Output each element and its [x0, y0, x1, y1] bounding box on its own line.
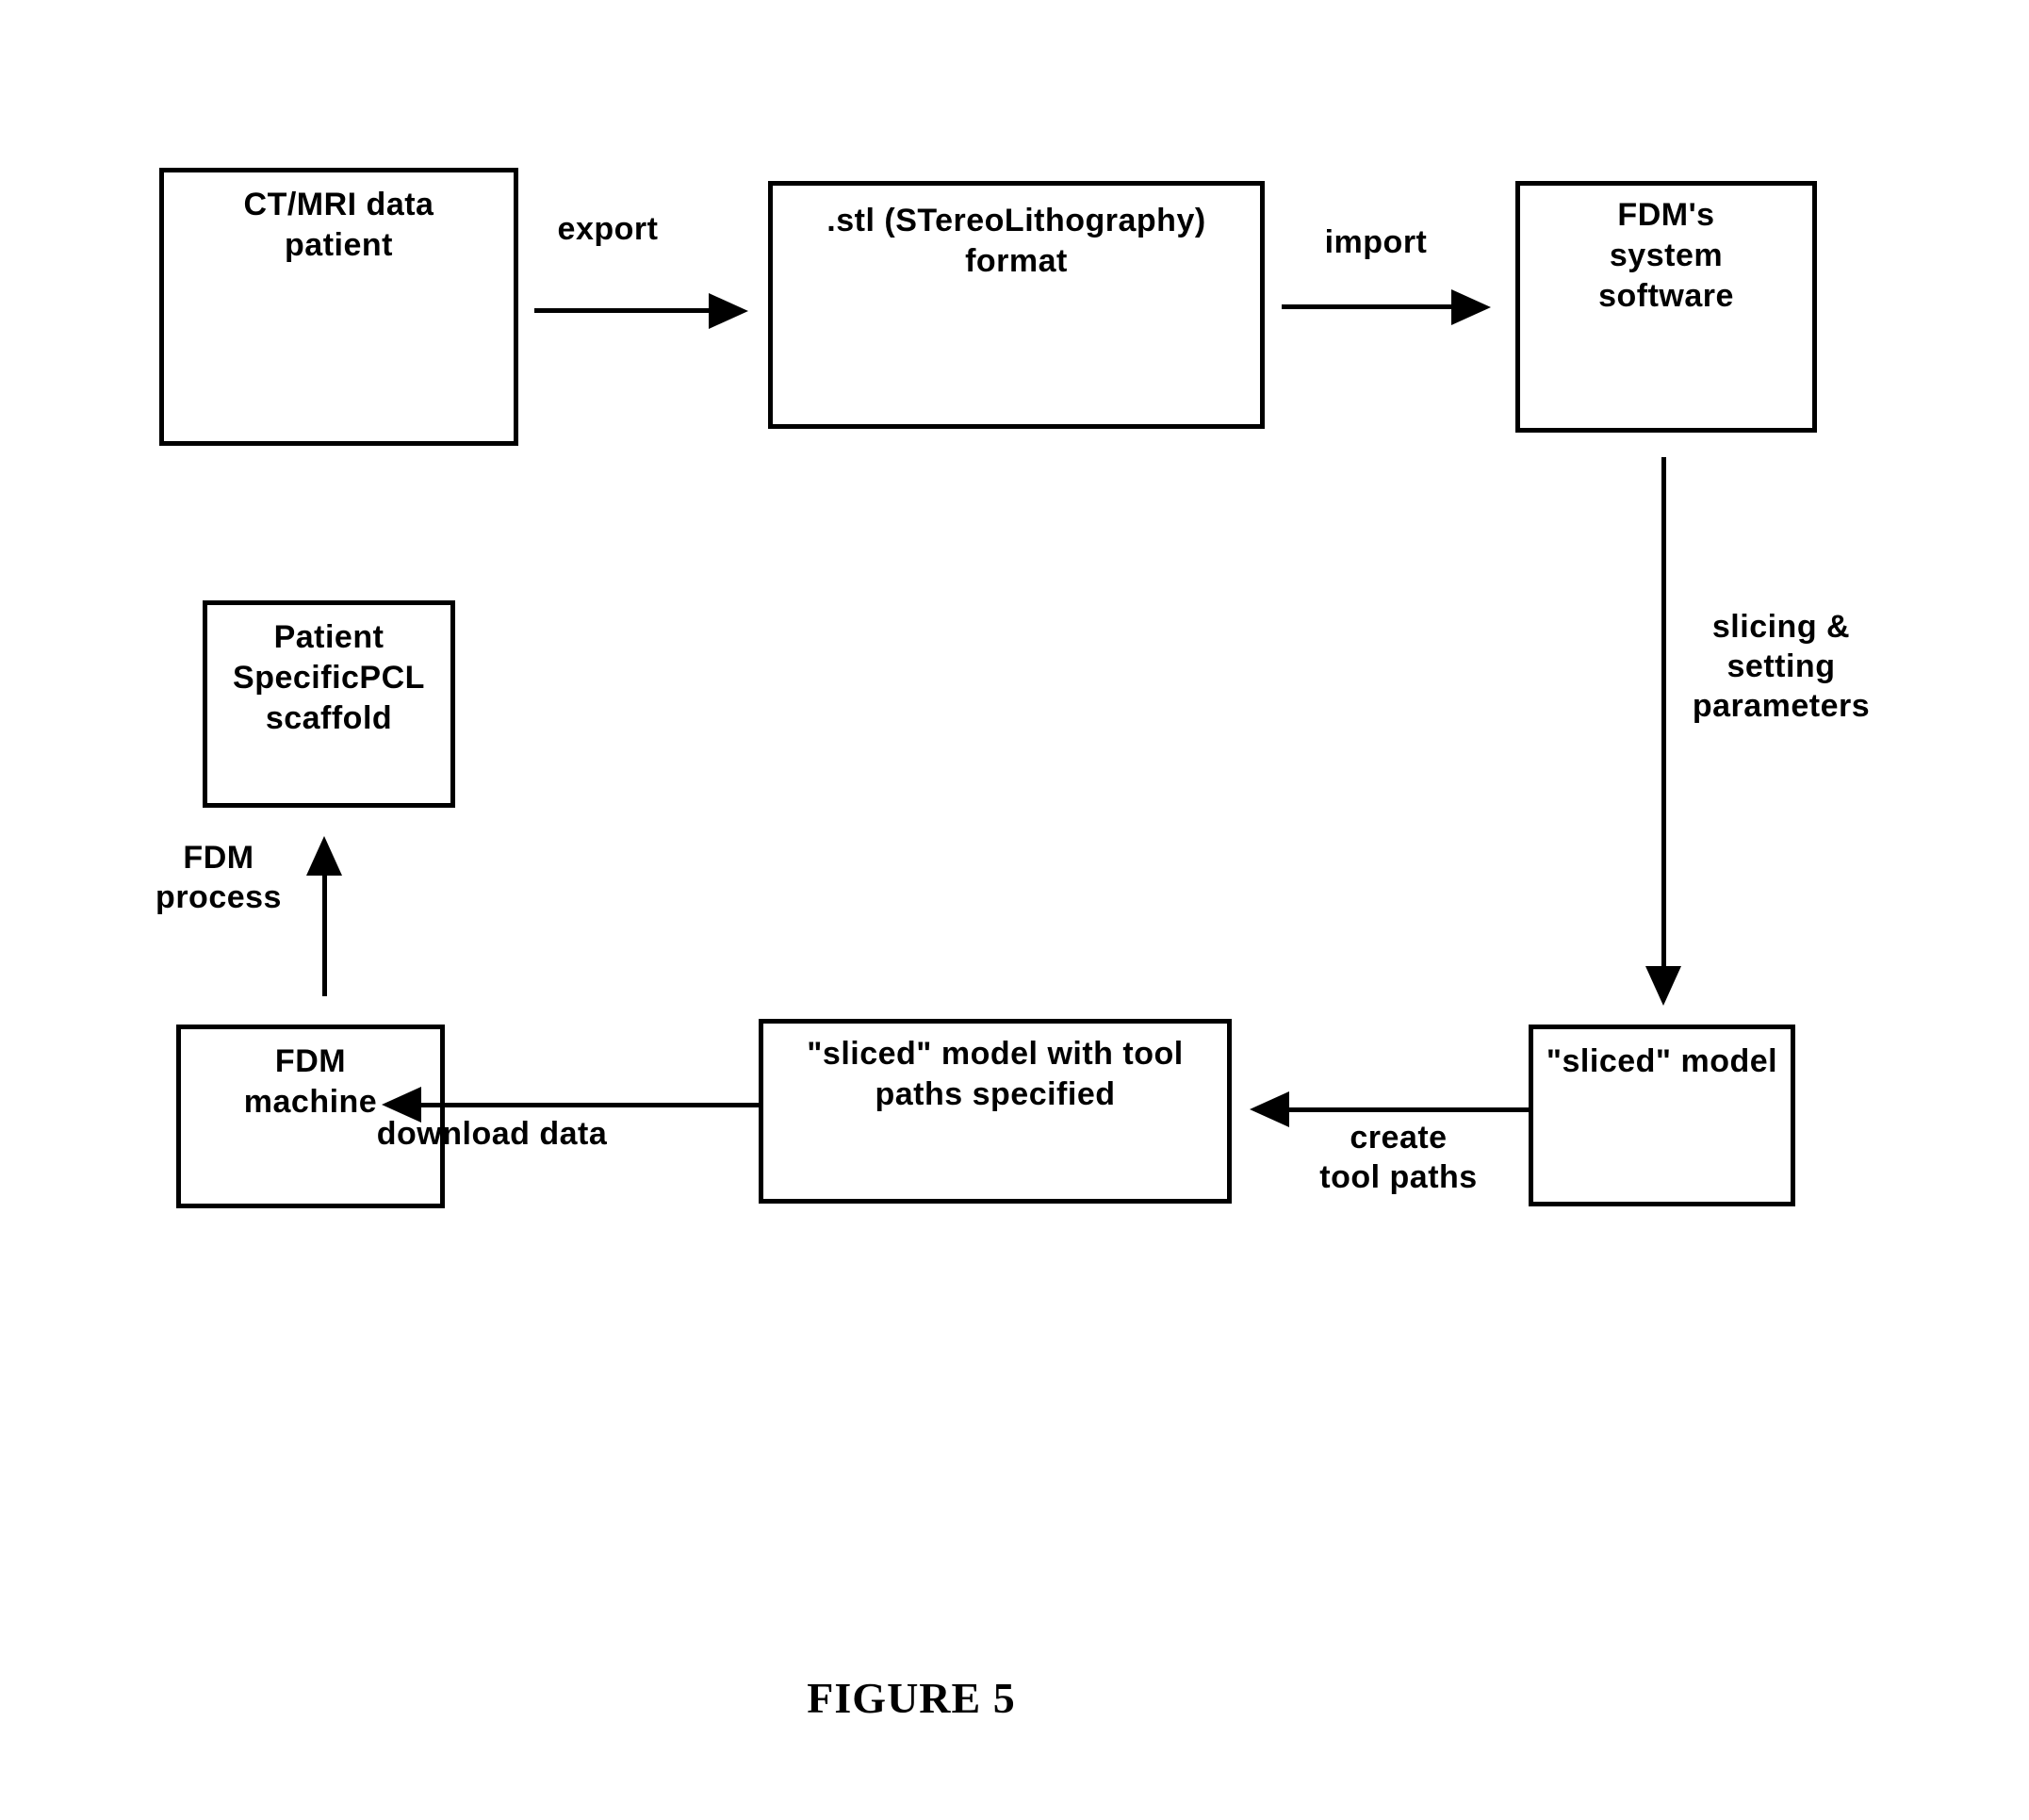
- fdm-process-arrow-shaft: [322, 876, 327, 996]
- box-sliced-model-tool-paths-label: "sliced" model with tool paths specified: [807, 1036, 1184, 1112]
- import-arrow-label: import: [1324, 224, 1428, 260]
- import-arrow-shaft: [1282, 304, 1451, 309]
- export-arrow-shaft: [534, 308, 709, 313]
- slicing-arrow-label: slicing & setting parameters: [1692, 609, 1871, 724]
- fdm-process-arrowhead-icon: [306, 836, 342, 876]
- box-stl-format-label: .stl (STereoLithography) format: [826, 203, 1206, 279]
- create-tool-paths-arrowhead-icon: [1250, 1091, 1289, 1127]
- create-tool-paths-arrow-label: create tool paths: [1319, 1120, 1478, 1195]
- figure-caption: FIGURE 5: [807, 1674, 1016, 1722]
- slicing-arrow-shaft: [1661, 457, 1666, 966]
- box-patient-pcl-scaffold: Patient SpecificPCL scaffold: [203, 600, 455, 808]
- download-data-arrowhead-icon: [382, 1087, 421, 1123]
- box-stl-format: .stl (STereoLithography) format: [768, 181, 1265, 429]
- box-fdm-system-software-label: FDM's system software: [1598, 197, 1734, 314]
- box-ct-mri-data-label: CT/MRI data patient: [243, 187, 434, 263]
- box-fdm-system-software: FDM's system software: [1515, 181, 1817, 433]
- box-ct-mri-data: CT/MRI data patient: [159, 168, 518, 446]
- export-arrowhead-icon: [709, 293, 748, 329]
- create-tool-paths-arrow-shaft: [1289, 1107, 1529, 1112]
- export-arrow-label: export: [557, 211, 659, 247]
- box-sliced-model-label: "sliced" model: [1546, 1043, 1778, 1079]
- slicing-arrowhead-icon: [1645, 966, 1681, 1006]
- fdm-process-arrow-label: FDM process: [155, 840, 282, 915]
- box-fdm-machine-label: FDM machine: [243, 1043, 378, 1120]
- import-arrowhead-icon: [1451, 289, 1491, 325]
- box-patient-pcl-scaffold-label: Patient SpecificPCL scaffold: [233, 619, 425, 736]
- box-sliced-model-tool-paths: "sliced" model with tool paths specified: [759, 1019, 1232, 1204]
- download-data-arrow-shaft: [421, 1103, 759, 1107]
- download-data-arrow-label: download data: [376, 1116, 608, 1152]
- box-sliced-model: "sliced" model: [1529, 1025, 1795, 1206]
